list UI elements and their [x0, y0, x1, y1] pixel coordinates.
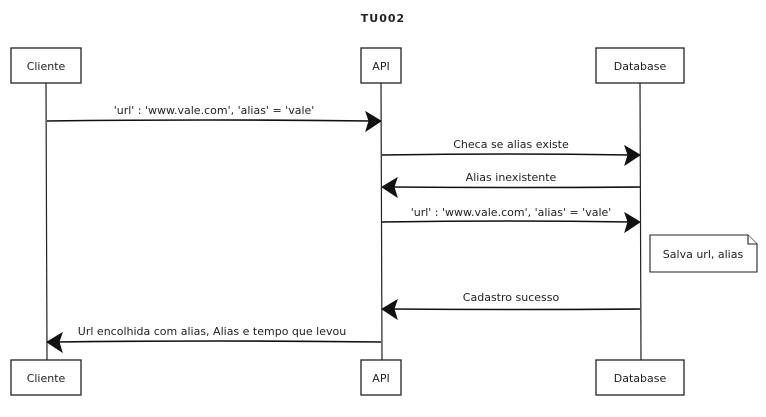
participant-database-top: Database — [595, 47, 685, 84]
lifeline-cliente — [45, 82, 48, 361]
participant-cliente-top: Cliente — [10, 47, 82, 84]
arrowhead-right-icon — [624, 211, 641, 234]
participant-label: Database — [614, 372, 667, 385]
participant-api-bottom: API — [360, 359, 402, 396]
note-text: Salva url, alias — [663, 248, 744, 261]
message-label: Checa se alias existe — [453, 138, 569, 151]
message-label: 'url' : 'www.vale.com', 'alias' = 'vale' — [114, 104, 315, 117]
message-label: Alias inexistente — [466, 171, 557, 184]
message-4: 'url' : 'www.vale.com', 'alias' = 'vale' — [381, 206, 641, 234]
arrowhead-left-icon — [381, 176, 398, 199]
message-label: Cadastro sucesso — [463, 291, 560, 304]
message-arrow-line — [46, 119, 373, 122]
message-arrow-line — [55, 340, 382, 343]
participant-api-top: API — [360, 47, 402, 84]
message-label: Url encolhida com alias, Alias e tempo q… — [78, 325, 346, 338]
participant-cliente-bottom: Cliente — [10, 359, 82, 396]
message-arrow-line — [381, 153, 632, 156]
lifeline-api — [380, 82, 383, 361]
message-arrow-line — [390, 308, 641, 311]
participant-label: Database — [614, 60, 667, 73]
note-box — [649, 234, 758, 273]
message-arrow-line — [390, 186, 641, 189]
message-1: 'url' : 'www.vale.com', 'alias' = 'vale' — [46, 104, 382, 133]
note-fold — [747, 235, 757, 245]
participant-database-bottom: Database — [595, 359, 685, 396]
arrowhead-right-icon — [365, 110, 382, 133]
participant-label: API — [372, 60, 389, 73]
message-5: Cadastro sucesso — [381, 291, 641, 321]
message-3: Alias inexistente — [381, 171, 641, 199]
arrowhead-left-icon — [46, 331, 63, 354]
note-salva: Salva url, alias — [649, 234, 758, 273]
message-arrow-line — [381, 220, 632, 223]
lifeline-database — [639, 82, 642, 361]
message-2: Checa se alias existe — [381, 138, 641, 167]
message-label: 'url' : 'www.vale.com', 'alias' = 'vale' — [411, 206, 612, 219]
message-6: Url encolhida com alias, Alias e tempo q… — [46, 325, 382, 354]
diagram-title: TU002 — [361, 12, 405, 25]
participant-label: Cliente — [27, 372, 66, 385]
participant-label: Cliente — [27, 60, 66, 73]
participant-label: API — [372, 372, 389, 385]
arrowhead-right-icon — [624, 144, 641, 167]
arrowhead-left-icon — [381, 298, 398, 321]
